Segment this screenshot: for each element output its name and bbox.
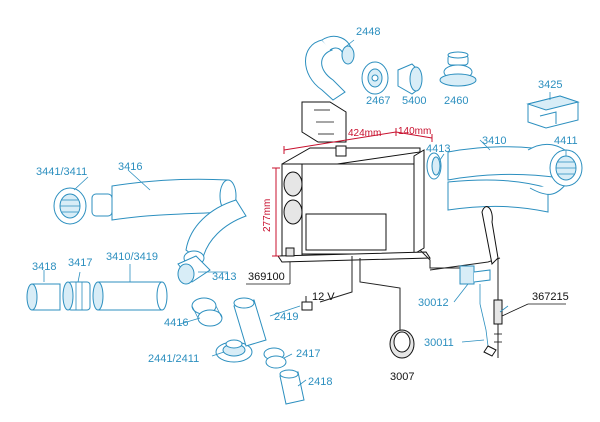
label-2460: 2460 xyxy=(444,95,468,107)
cap-5400-drawing xyxy=(397,63,423,95)
heater-body-drawing xyxy=(277,145,431,263)
label-30012: 30012 xyxy=(418,297,449,309)
label-3425: 3425 xyxy=(538,79,562,91)
dimension-width: 424mm xyxy=(348,128,381,139)
tube-3418-drawing xyxy=(26,283,61,311)
label-2441-2411: 2441/2411 xyxy=(148,353,199,365)
control-3007-drawing xyxy=(389,329,415,359)
duct-3410-right-drawing xyxy=(447,143,573,213)
tjoint-3413-drawing xyxy=(177,255,211,285)
label-3417: 3417 xyxy=(68,257,92,269)
label-2417: 2417 xyxy=(296,348,320,360)
tube-mid-drawing xyxy=(233,297,267,347)
grille-4411-drawing xyxy=(549,149,583,187)
ring-4416-drawing xyxy=(191,297,223,327)
standpipe-367215-drawing xyxy=(481,206,503,358)
label-3441-3411: 3441/3411 xyxy=(36,166,87,178)
label-5400: 5400 xyxy=(402,95,426,107)
label-3007: 3007 xyxy=(390,371,414,383)
flange-2467-drawing xyxy=(361,61,389,95)
grille-4413-drawing xyxy=(426,152,442,180)
label-3416: 3416 xyxy=(118,161,142,173)
label-3413: 3413 xyxy=(212,271,236,283)
coupling-3417-drawing xyxy=(62,281,91,311)
label-4413: 4413 xyxy=(426,143,450,155)
label-367215: 367215 xyxy=(532,291,569,303)
label-voltage: 12 V xyxy=(312,291,335,303)
label-3410-3419: 3410/3419 xyxy=(106,251,158,263)
label-369100: 369100 xyxy=(248,271,285,283)
grille-2441-2411-drawing xyxy=(215,339,253,363)
label-2448: 2448 xyxy=(356,26,380,38)
wiring-drawing xyxy=(319,249,501,330)
duct-3410-3419-drawing xyxy=(92,281,168,311)
label-2467: 2467 xyxy=(366,95,390,107)
label-30011: 30011 xyxy=(424,337,454,349)
ring-2417-drawing xyxy=(263,347,287,369)
tube-2418-drawing xyxy=(279,369,305,405)
label-3410-top: 3410 xyxy=(482,135,506,147)
label-2419: 2419 xyxy=(274,311,298,323)
dimension-depth: 140mm xyxy=(398,126,431,137)
dimension-height: 277mm xyxy=(262,199,273,232)
silencer-3416-drawing xyxy=(91,178,237,221)
label-4416: 4416 xyxy=(164,317,188,329)
label-3418: 3418 xyxy=(32,261,56,273)
fuel-line-30011-drawing xyxy=(479,303,497,357)
label-4411: 4411 xyxy=(554,135,578,147)
outlet-2460-drawing xyxy=(439,51,477,87)
gooseneck-2448-drawing xyxy=(305,36,355,101)
label-2418: 2418 xyxy=(308,376,332,388)
hood-3425-drawing xyxy=(526,95,580,129)
grille-3441-3411-drawing xyxy=(53,187,87,225)
dimension-lines xyxy=(272,128,433,257)
connector-2419-drawing xyxy=(301,296,313,311)
pump-30012-drawing xyxy=(459,265,491,304)
mounting-bracket-drawing xyxy=(301,101,347,143)
